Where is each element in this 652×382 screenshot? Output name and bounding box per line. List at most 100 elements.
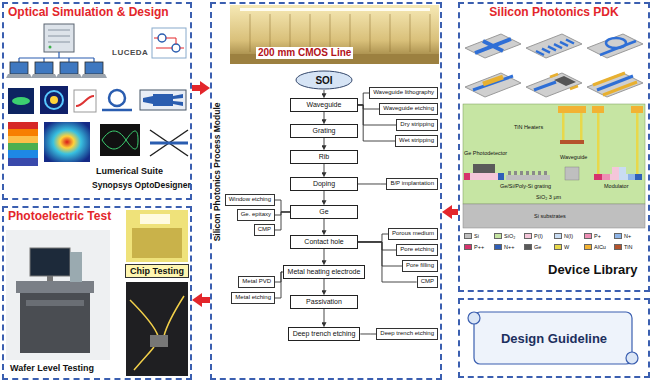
device-icons [526, 34, 582, 58]
step-label: Contact hole [295, 238, 353, 246]
process-link [324, 309, 325, 324]
process-link [358, 234, 388, 242]
process-link [324, 138, 325, 147]
process-step-box: Waveguide [290, 98, 358, 111]
simulation-illustration [8, 136, 38, 143]
process-link [360, 333, 376, 334]
legend-item: Ge [524, 244, 541, 250]
sub-step-box: Window etching [225, 194, 275, 206]
pdk-cross-section [463, 104, 645, 204]
part-label: Modulator [604, 183, 628, 189]
flow-arrow [192, 85, 201, 91]
simulation-illustration [150, 130, 188, 156]
sub-step-label: Ge. epitaxy [241, 211, 271, 218]
legend-item: AlCu [584, 244, 606, 250]
testing-photos [47, 276, 53, 281]
simulation-illustration [48, 30, 70, 42]
simulation-illustration [152, 28, 186, 58]
device-icons [587, 73, 643, 97]
flow-arrow [451, 209, 458, 215]
simulation-illustration [19, 52, 94, 62]
sub-step-label: B/P implantation [390, 180, 434, 187]
sub-step-box: CMP [417, 276, 438, 288]
pdk-cross-section [473, 164, 495, 173]
device-icons [475, 39, 511, 53]
flow-arrow [201, 297, 210, 303]
software-name: Lumerical Suite [96, 166, 163, 176]
device-icons [600, 41, 636, 55]
simulation-illustration [150, 142, 188, 145]
process-step-box: Grating [290, 124, 358, 137]
pdk-cross-section [594, 174, 602, 180]
legend-swatch [614, 233, 622, 239]
step-label: Passivation [295, 298, 353, 306]
pdk-cross-section [602, 174, 610, 180]
box-heading: Design Guideline [501, 331, 607, 346]
sub-step-box: Metal etching [231, 292, 275, 304]
testing-photos [126, 210, 188, 262]
legend-text: AlCu [594, 244, 606, 250]
simulation-illustration [143, 96, 153, 104]
legend-swatch [494, 244, 502, 250]
legend-item: P(I) [524, 233, 543, 239]
device-icons [483, 77, 503, 84]
legend-text: N(I) [564, 233, 573, 239]
sub-step-label: Wet stripping [399, 137, 434, 144]
legend-item: N+ [614, 233, 631, 239]
section-heading: Device Library [548, 263, 638, 278]
guideline-box: Design Guideline [458, 298, 650, 378]
part-label: Waveguide [560, 154, 587, 160]
step-label: Metal heating electrode [288, 268, 361, 276]
pdk-cross-section [558, 106, 586, 113]
process-step-box: Rib [290, 150, 358, 163]
process-step-box: Metal heating electrode [283, 265, 366, 278]
step-label: Deep trench etching [293, 330, 356, 338]
legend-text: SiO₂ [504, 233, 515, 239]
simulation-illustration [102, 131, 138, 149]
legend-swatch [524, 233, 532, 239]
device-icons [465, 73, 521, 97]
simulation-illustration [81, 74, 107, 78]
legend-swatch [524, 244, 532, 250]
process-step-box: Passivation [290, 295, 358, 308]
pdk-cross-section [510, 171, 546, 175]
process-step-box: Ge [290, 205, 358, 218]
legend-item: P+ [584, 233, 601, 239]
process-link [275, 272, 283, 298]
legend-text: P(I) [534, 233, 543, 239]
legend-item: W [554, 244, 569, 250]
testing-photos [6, 230, 110, 360]
sub-step-label: Dry stripping [400, 121, 434, 128]
pdk-cross-section [631, 106, 643, 113]
process-step-box: Doping [290, 177, 358, 190]
simulation-illustration [154, 38, 184, 48]
pdk-cross-section [592, 106, 604, 113]
simulation-illustration [74, 90, 96, 112]
testing-photos [20, 293, 90, 353]
simulation-illustration [8, 88, 34, 114]
process-link [324, 112, 325, 121]
simulation-illustration [76, 96, 94, 106]
sub-step-box: Waveguide etching [379, 103, 438, 115]
photo-caption: Wafer Level Testing [8, 363, 96, 373]
legend-swatch [464, 233, 472, 239]
step-label: Rib [295, 153, 353, 161]
testing-photos [16, 281, 94, 293]
sub-step-label: Pore etching [400, 246, 434, 253]
testing-photos [26, 300, 84, 306]
legend-item: SiO₂ [494, 233, 515, 239]
simulation-illustration [173, 101, 183, 106]
device-icons [473, 76, 513, 90]
simulation-illustration [6, 24, 188, 166]
step-label: Ge [295, 208, 353, 216]
software-name: Synopsys OptoDesigner [92, 181, 191, 191]
pdk-cross-section [612, 167, 619, 174]
legend-swatch [584, 244, 592, 250]
sub-step-label: CMP [421, 278, 434, 285]
cleanroom-photo [230, 5, 439, 64]
process-link [324, 279, 325, 292]
pdk-cross-section [580, 113, 583, 140]
simulation-illustration [85, 62, 103, 74]
